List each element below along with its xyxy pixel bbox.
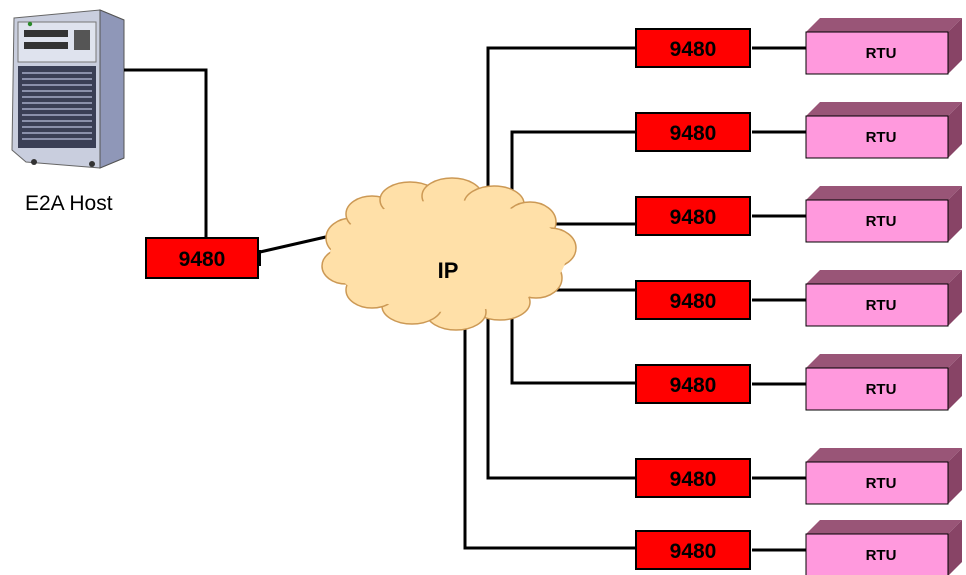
branch-modem-label: 9480 (670, 38, 717, 61)
host-modem: 9480 (145, 237, 261, 279)
rtu-label: RTU (866, 475, 897, 492)
rtu-box: RTU (805, 354, 962, 411)
branch-modem: 9480 (635, 196, 751, 236)
rtu-box: RTU (805, 448, 962, 505)
host-label: E2A Host (25, 192, 113, 215)
branch-row: 9480 RTU (635, 102, 962, 159)
rtu-box: RTU (805, 270, 962, 327)
branch-modem: 9480 (635, 280, 751, 320)
rtu-label: RTU (866, 213, 897, 230)
branch-modem: 9480 (635, 112, 751, 152)
rtu-box: RTU (805, 102, 962, 159)
server-tower-icon (11, 9, 125, 169)
rtu-box: RTU (805, 18, 962, 75)
branch-modem-label: 9480 (670, 540, 717, 563)
branch-modem: 9480 (635, 364, 751, 404)
rtu-label: RTU (866, 297, 897, 314)
branch-modem: 9480 (635, 530, 751, 570)
cloud-icon: IP (321, 177, 577, 331)
branch-modem-label: 9480 (670, 468, 717, 491)
modem-to-cloud-wire (259, 234, 331, 254)
branch-modem-label: 9480 (670, 206, 717, 229)
branch-modem-label: 9480 (670, 122, 717, 145)
host-wire (124, 68, 208, 238)
rtu-label: RTU (866, 129, 897, 146)
network-label: IP (438, 258, 459, 283)
branch-row: 9480 RTU (635, 354, 962, 411)
branch-modem: 9480 (635, 458, 751, 498)
branch-row: 9480 RTU (635, 448, 962, 505)
host-modem-label: 9480 (179, 248, 226, 271)
branch-row: 9480 RTU (635, 18, 962, 75)
rtu-box: RTU (805, 186, 962, 243)
branch-row: 9480 RTU (635, 270, 962, 327)
rtu-label: RTU (866, 381, 897, 398)
branch-row: 9480 RTU (635, 520, 962, 575)
branch-modem: 9480 (635, 28, 751, 68)
rtu-label: RTU (866, 45, 897, 62)
branch-modem-label: 9480 (670, 374, 717, 397)
branch-modem-label: 9480 (670, 290, 717, 313)
rtu-box: RTU (805, 520, 962, 575)
branch-row: 9480 RTU (635, 186, 962, 243)
rtu-label: RTU (866, 547, 897, 564)
